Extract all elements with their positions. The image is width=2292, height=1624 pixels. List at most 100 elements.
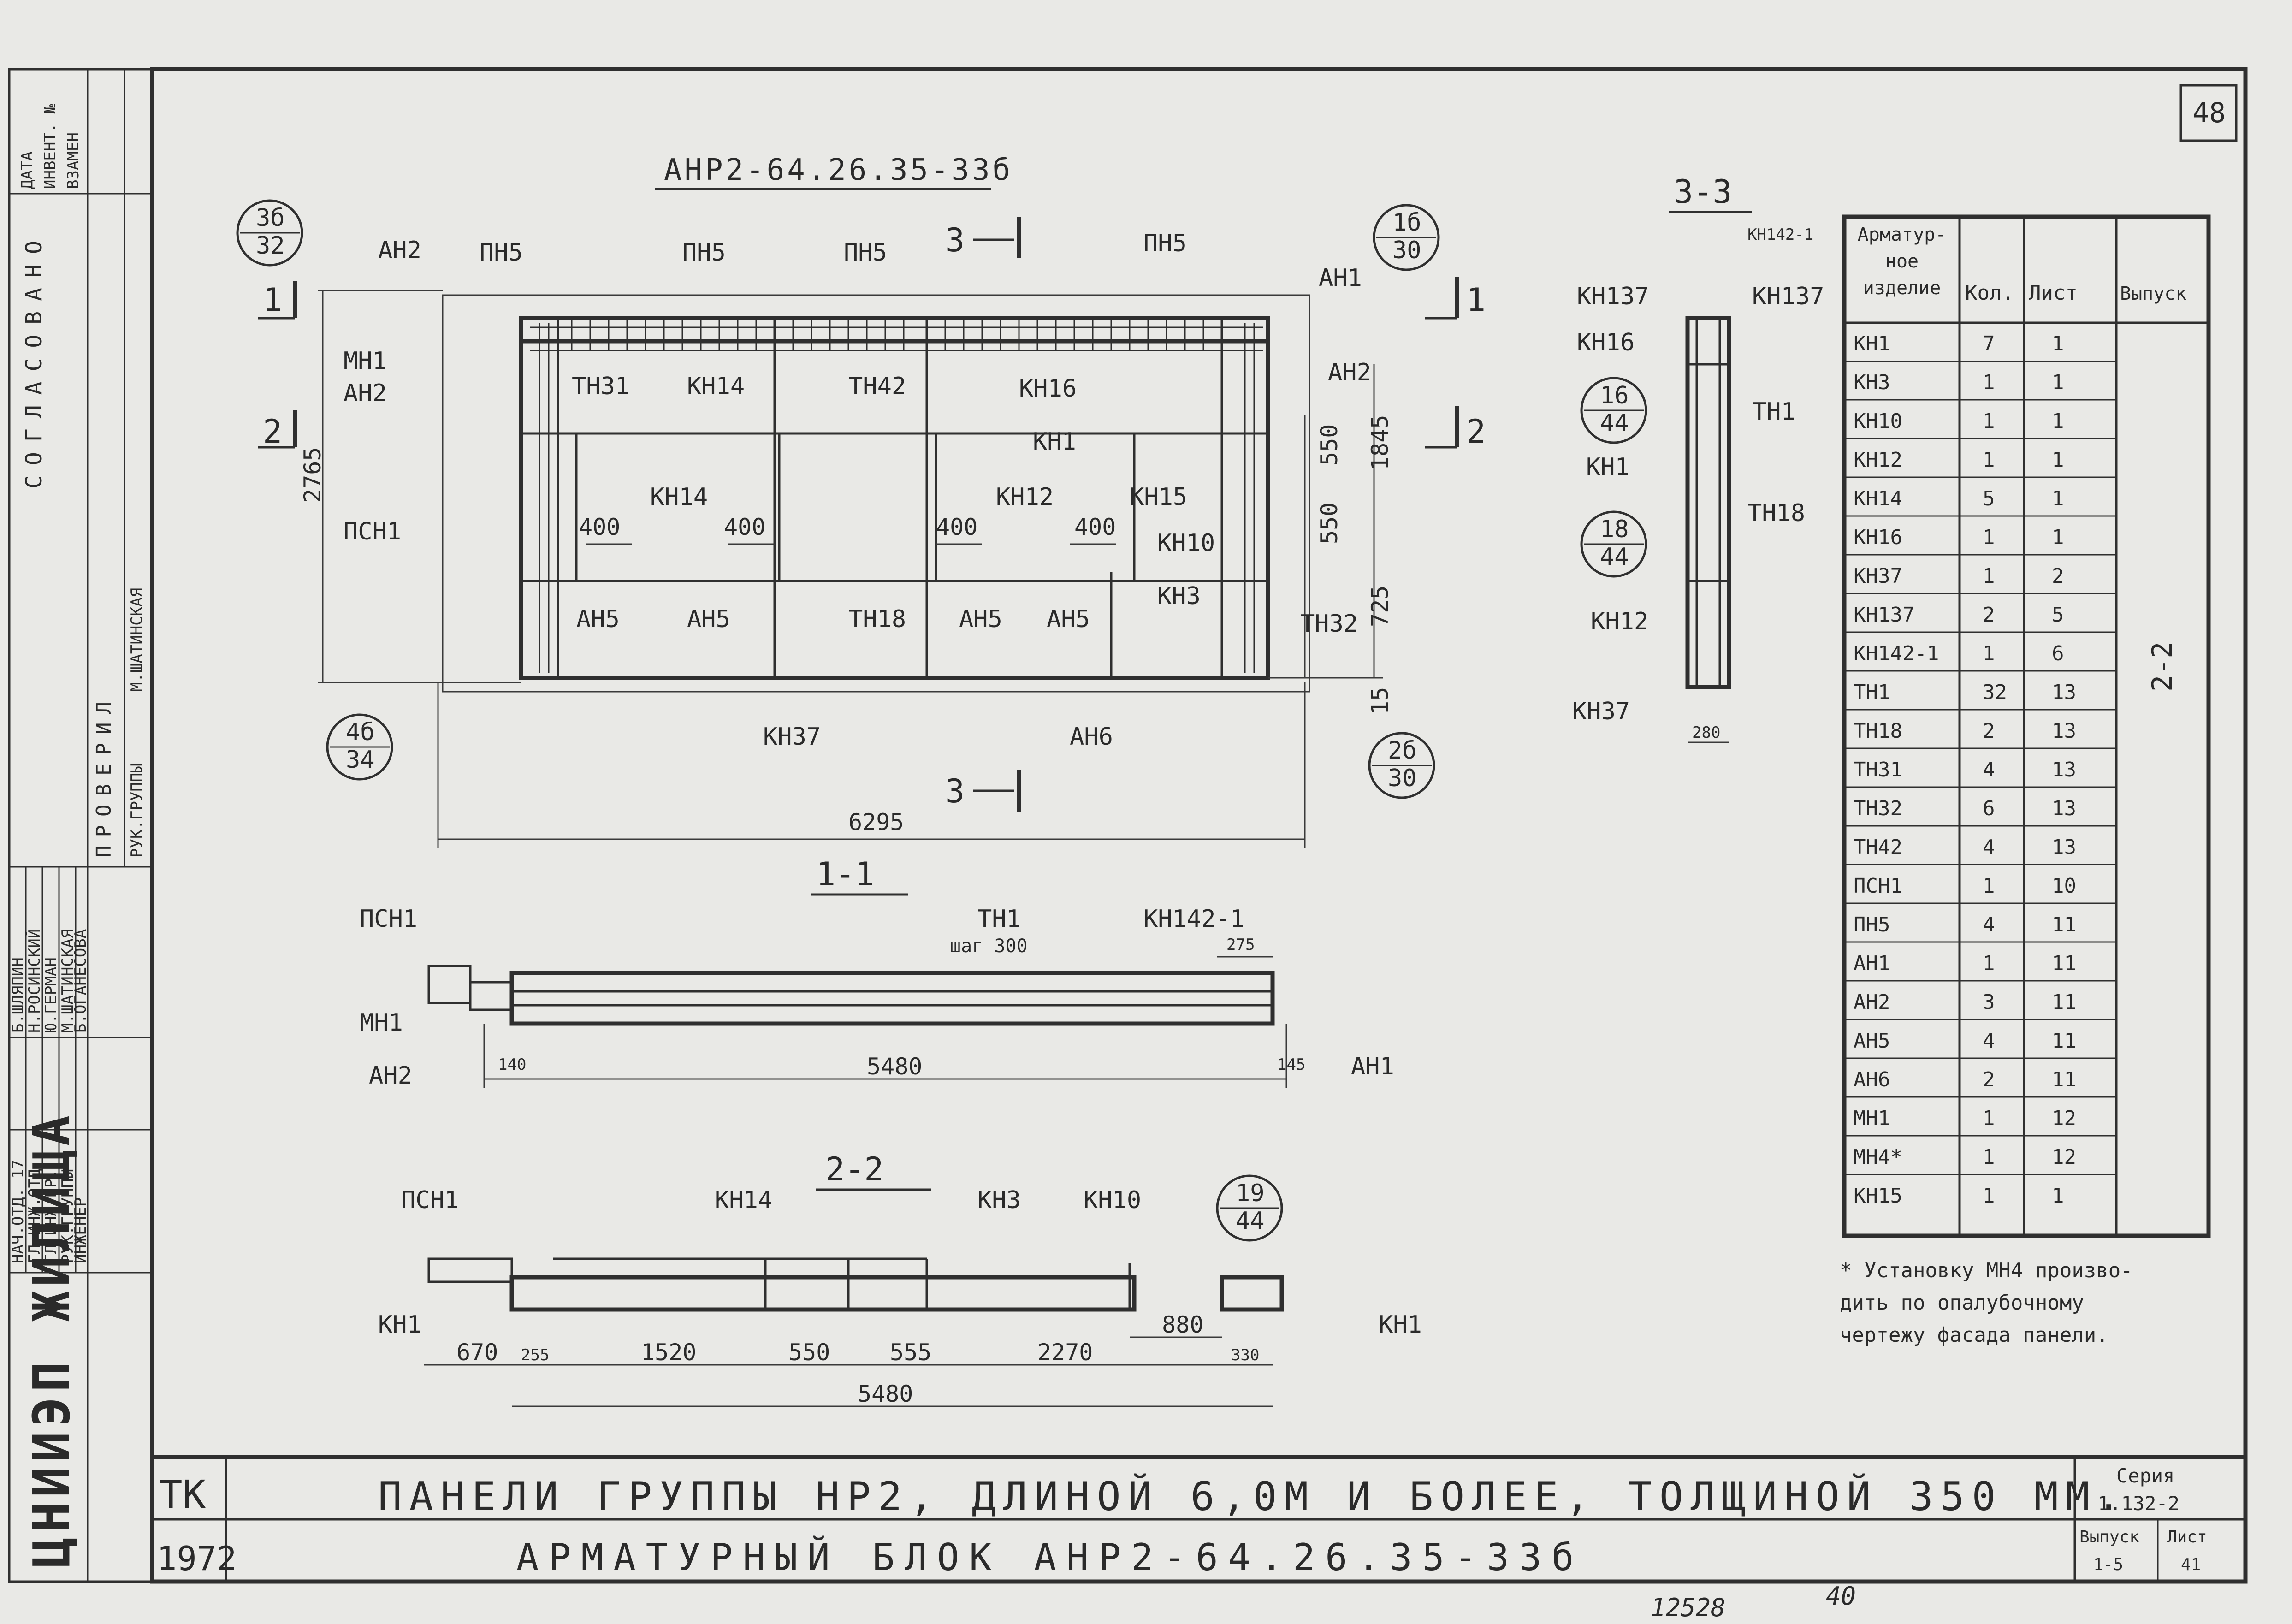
title-line-2: АРМАТУРНЫЙ БЛОК АНР2-64.26.35-33б — [516, 1535, 1584, 1579]
table-cell-qty: 1 — [1983, 952, 1995, 975]
label: КН14 — [687, 373, 745, 400]
label: АН5 — [576, 605, 620, 633]
svg-text:2: 2 — [263, 413, 282, 450]
elevation-view — [318, 290, 1383, 848]
label: КН137 — [1752, 283, 1824, 310]
label: КН14 — [715, 1186, 772, 1214]
table-cell-sheet: 11 — [2052, 990, 2076, 1014]
stamp-role-4: ИНЖЕНЕР — [71, 1197, 90, 1263]
svg-text:3: 3 — [945, 772, 965, 810]
svg-text:1: 1 — [1466, 281, 1486, 319]
dim: 400 — [1074, 514, 1116, 540]
label: КН16 — [1577, 329, 1635, 356]
dim: 280 — [1692, 723, 1720, 742]
label: КН14 — [650, 483, 708, 511]
stamp-name-3: М.ШАТИНСКАЯ — [59, 929, 77, 1033]
label: шаг 300 — [950, 936, 1028, 957]
label: МН1 — [360, 1009, 403, 1037]
label: АН2 — [378, 237, 421, 264]
table-cell-item: ПСН1 — [1854, 874, 1902, 898]
dim: 1520 — [641, 1339, 696, 1366]
stamp-name-0: Б.ШЛЯПИН — [9, 957, 27, 1033]
stamp-name-1: Н.РОСИНСКИЙ — [25, 929, 44, 1033]
svg-text:34: 34 — [346, 746, 375, 774]
table-cell-qty: 1 — [1983, 526, 1995, 549]
svg-text:1б: 1б — [1392, 209, 1421, 237]
dim: 1845 — [1367, 415, 1393, 470]
label: ПСН1 — [344, 518, 401, 545]
stamp-date-header-0: ДАТА — [18, 151, 36, 189]
label: ТН42 — [848, 373, 906, 400]
label: АН6 — [1070, 723, 1113, 751]
stamp-name-4: Б.ОГАНЕСОВА — [71, 929, 90, 1033]
dim: 400 — [724, 514, 765, 540]
table-cell-qty: 4 — [1983, 758, 1995, 782]
table-cell-sheet: 1 — [2052, 409, 2064, 433]
table-cell-item: ТН1 — [1854, 681, 1890, 704]
section-2-2: 2-2 19 44 ПСН1 КН14 КН3 КН10 КН1 КН1 670… — [378, 1150, 1422, 1407]
table-cell-qty: 4 — [1983, 1029, 1995, 1053]
elevation-labels: АН2 ПН5 ПН5 ПН5 ПН5 АН1 МН1 АН2 ТН31 КН1… — [299, 230, 1393, 836]
label: ПСН1 — [360, 905, 417, 933]
table-cell-item: КН142-1 — [1854, 642, 1939, 665]
table-cell-item: ТН31 — [1854, 758, 1902, 782]
sheet-label: Лист — [2167, 1528, 2207, 1547]
label: ПН5 — [682, 239, 726, 267]
table-header-sheet: Лист — [2029, 281, 2078, 305]
table-cell-qty: 1 — [1983, 409, 1995, 433]
table-cell-sheet: 1 — [2052, 1184, 2064, 1208]
table-cell-item: АН2 — [1854, 990, 1890, 1014]
stamp-name-2: Ю.ГЕРМАН — [42, 957, 60, 1033]
table-cell-item: МН1 — [1854, 1107, 1890, 1130]
table-cell-qty: 1 — [1983, 874, 1995, 898]
svg-text:4б: 4б — [346, 718, 375, 746]
title-block: ТК 1972 ПАНЕЛИ ГРУППЫ НР2, ДЛИНОЙ 6,0М И… — [150, 1455, 2248, 1584]
svg-text:1: 1 — [263, 281, 282, 319]
table-cell-sheet: 6 — [2052, 642, 2064, 665]
table-cell-qty: 1 — [1983, 1145, 1995, 1169]
stamp-agreed: СОГЛАСОВАНО — [21, 231, 47, 489]
label: КН1 — [1033, 428, 1076, 456]
table-header-qty: Кол. — [1965, 281, 2014, 305]
svg-text:3: 3 — [945, 221, 965, 259]
table-cell-item: КН15 — [1854, 1184, 1902, 1208]
svg-text:2б: 2б — [1388, 737, 1417, 765]
table-cell-item: КН14 — [1854, 487, 1902, 510]
table-cell-sheet: 11 — [2052, 913, 2076, 936]
table-cell-qty: 2 — [1983, 1068, 1995, 1091]
page-number: 48 — [2192, 97, 2226, 129]
dim: 6295 — [848, 809, 904, 836]
table-cell-qty: 1 — [1983, 371, 1995, 394]
label: АН1 — [1351, 1053, 1394, 1080]
label: 275 — [1226, 936, 1255, 954]
table-cell-sheet: 1 — [2052, 487, 2064, 510]
table-cell-qty: 4 — [1983, 836, 1995, 859]
table-cell-item: МН4* — [1854, 1145, 1902, 1169]
label: КН12 — [996, 483, 1054, 511]
series-label: Серия — [2116, 1464, 2174, 1487]
table-cell-sheet: 2 — [2052, 564, 2064, 588]
label: ПН5 — [1143, 230, 1187, 257]
dim: 400 — [936, 514, 977, 540]
section-3-3: 3-3 16 44 18 44 КН142-1 КН137 КН137 КН16… — [1572, 173, 1824, 743]
table-cell-item: АН5 — [1854, 1029, 1890, 1053]
label: АН2 — [1328, 359, 1371, 386]
table-cell-item: ТН42 — [1854, 836, 1902, 859]
table-cell-item: ТН18 — [1854, 719, 1902, 743]
stamp-role-0: НАЧ.ОТД. 17 — [9, 1160, 27, 1263]
label: ТН18 — [848, 605, 906, 633]
sheet-value: 41 — [2181, 1555, 2201, 1574]
dim: 15 — [1367, 687, 1393, 715]
section-1-1: 1-1 ПСН1 ТН1 шаг 300 КН142-1 275 МН1 АН2… — [360, 855, 1394, 1090]
series-value: 1.132-2 — [2098, 1492, 2179, 1515]
dim: 5480 — [858, 1381, 913, 1407]
table-cell-item: КН10 — [1854, 409, 1902, 433]
label: ТН31 — [572, 373, 629, 400]
dim: 670 — [456, 1339, 498, 1366]
spec-table: Арматур-ное изделие Кол. Лист Выпуск 2-2 — [1842, 214, 2211, 1238]
table-cell-sheet: 11 — [2052, 1068, 2076, 1091]
table-header-issue: Выпуск — [2120, 283, 2187, 304]
table-cell-qty: 32 — [1983, 681, 2007, 704]
label: АН5 — [1047, 605, 1090, 633]
